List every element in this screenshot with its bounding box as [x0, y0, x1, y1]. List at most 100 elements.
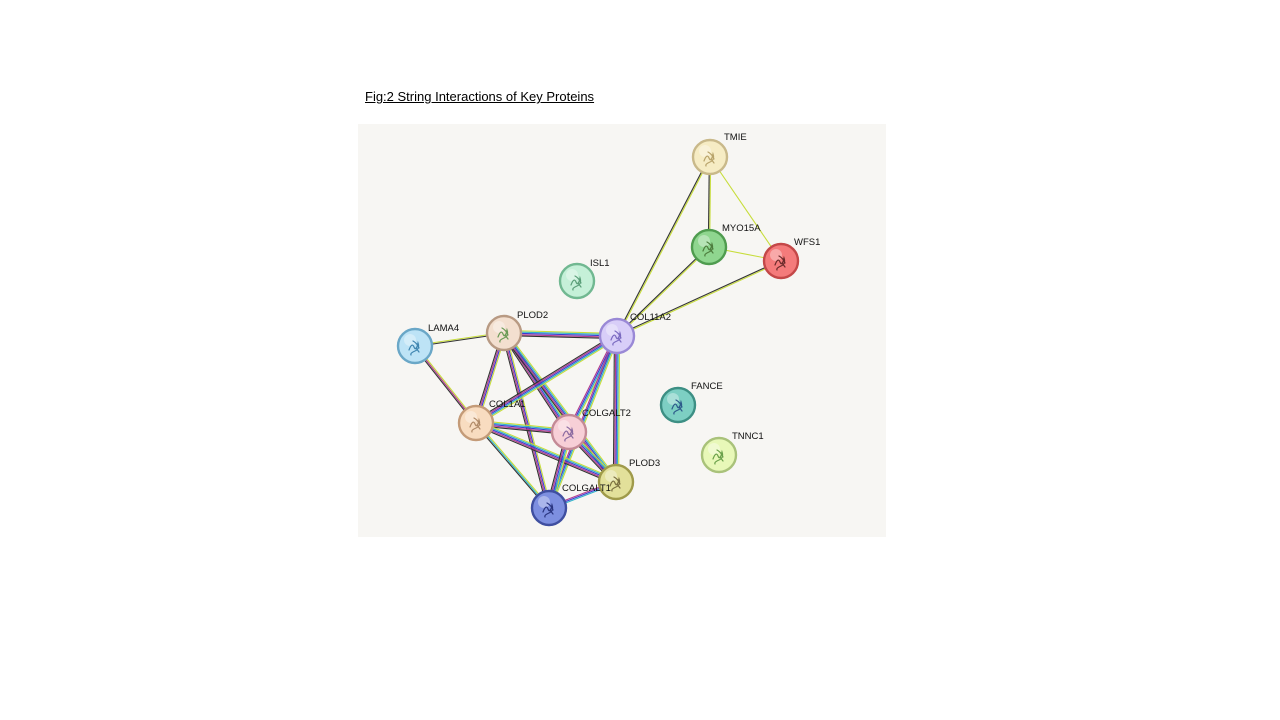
edge-strand — [709, 156, 782, 262]
protein-structure-icon — [702, 241, 714, 257]
node-label-colgalt2: COLGALT2 — [582, 408, 631, 419]
node-highlight — [770, 249, 782, 261]
node-circle — [690, 228, 728, 266]
node-col1a1[interactable]: COL1A1 — [457, 399, 525, 442]
node-circle — [485, 314, 523, 352]
edge-strand — [615, 156, 710, 336]
edge-col1a1-colgalt1[interactable] — [474, 421, 551, 510]
edge-strand — [505, 332, 552, 508]
node-highlight — [465, 411, 477, 423]
edge-strand — [474, 423, 549, 510]
edge-strand — [615, 335, 618, 483]
node-label-lama4: LAMA4 — [428, 323, 459, 334]
node-label-tnnc1: TNNC1 — [732, 431, 764, 442]
node-fance[interactable]: FANCE — [659, 381, 723, 424]
edge-strand — [475, 335, 618, 424]
edge-plod2-col11a2[interactable] — [503, 329, 618, 340]
node-circle — [550, 413, 588, 451]
node-highlight — [538, 496, 550, 508]
protein-structure-icon — [671, 399, 683, 415]
node-label-myo15a: MYO15A — [722, 223, 761, 234]
edge-tmie-col11a2[interactable] — [615, 156, 712, 337]
node-circle — [457, 404, 495, 442]
edge-strand — [503, 335, 617, 340]
node-circle — [597, 463, 635, 501]
edge-col1a1-plod3[interactable] — [474, 420, 618, 485]
node-highlight — [493, 321, 505, 333]
node-label-fance: FANCE — [691, 381, 723, 392]
edge-strand — [474, 424, 616, 485]
node-circle — [558, 262, 596, 300]
edge-strand — [617, 247, 710, 337]
protein-structure-icon — [542, 502, 554, 518]
edge-tmie-wfs1[interactable] — [709, 156, 782, 262]
node-colgalt1[interactable]: COLGALT1 — [530, 483, 611, 527]
edge-strand — [504, 331, 618, 482]
edge-strand — [474, 333, 616, 422]
figure-caption: Fig:2 String Interactions of Key Protein… — [365, 89, 595, 104]
edge-strand — [550, 336, 620, 509]
node-myo15a[interactable]: MYO15A — [690, 223, 761, 266]
edge-strand — [475, 334, 617, 423]
edge-strand — [476, 421, 551, 508]
protein-structure-icon — [570, 275, 582, 291]
edge-strand — [504, 331, 618, 336]
protein-structure-icon — [408, 340, 420, 356]
node-plod2[interactable]: PLOD2 — [485, 310, 548, 352]
node-circle — [700, 436, 738, 474]
edge-strand — [476, 336, 618, 425]
edge-plod2-colgalt1[interactable] — [501, 332, 552, 509]
edge-strand — [475, 422, 617, 483]
edge-strand — [618, 336, 621, 483]
protein-structure-icon — [562, 426, 574, 442]
node-label-colgalt1: COLGALT1 — [562, 483, 611, 494]
protein-structure-icon — [712, 449, 724, 465]
edge-strand — [505, 331, 619, 481]
node-highlight — [606, 324, 618, 336]
edge-strand — [502, 333, 549, 509]
node-col11a2[interactable]: COL11A2 — [598, 312, 671, 355]
node-plod3[interactable]: PLOD3 — [597, 458, 660, 501]
node-wfs1[interactable]: WFS1 — [762, 237, 820, 280]
edge-myo15a-col11a2[interactable] — [616, 246, 710, 337]
protein-structure-icon — [609, 476, 621, 492]
node-isl1[interactable]: ISL1 — [558, 258, 610, 300]
node-label-tmie: TMIE — [724, 132, 747, 143]
node-label-plod2: PLOD2 — [517, 310, 548, 321]
node-label-plod3: PLOD3 — [629, 458, 660, 469]
edge-strand — [617, 261, 782, 338]
node-highlight — [566, 269, 578, 281]
node-label-isl1: ISL1 — [590, 258, 610, 269]
edge-strand — [503, 332, 618, 337]
edge-strand — [617, 157, 712, 337]
edge-col11a2-plod3[interactable] — [612, 335, 621, 483]
edge-strand — [616, 246, 709, 336]
edge-strand — [614, 335, 617, 482]
edge-strand — [504, 329, 618, 334]
node-tmie[interactable]: TMIE — [691, 132, 747, 176]
edge-strand — [616, 259, 781, 336]
edge-wfs1-col11a2[interactable] — [616, 259, 782, 338]
node-highlight — [708, 443, 720, 455]
node-colgalt2[interactable]: COLGALT2 — [550, 408, 631, 451]
node-highlight — [558, 420, 570, 432]
edge-strand — [477, 337, 619, 426]
protein-structure-icon — [610, 330, 622, 346]
node-circle — [598, 317, 636, 355]
node-highlight — [605, 470, 617, 482]
node-circle — [762, 242, 800, 280]
protein-structure-icon — [774, 255, 786, 271]
edge-col11a2-col1a1[interactable] — [474, 333, 619, 426]
node-lama4[interactable]: LAMA4 — [396, 323, 459, 365]
node-label-col11a2: COL11A2 — [630, 312, 671, 323]
node-tnnc1[interactable]: TNNC1 — [700, 431, 764, 474]
node-circle — [691, 138, 729, 176]
edge-strand — [504, 332, 551, 508]
edge-strand — [616, 336, 619, 483]
edge-strand — [503, 332, 617, 483]
edge-strand — [475, 422, 550, 509]
node-highlight — [699, 145, 711, 157]
